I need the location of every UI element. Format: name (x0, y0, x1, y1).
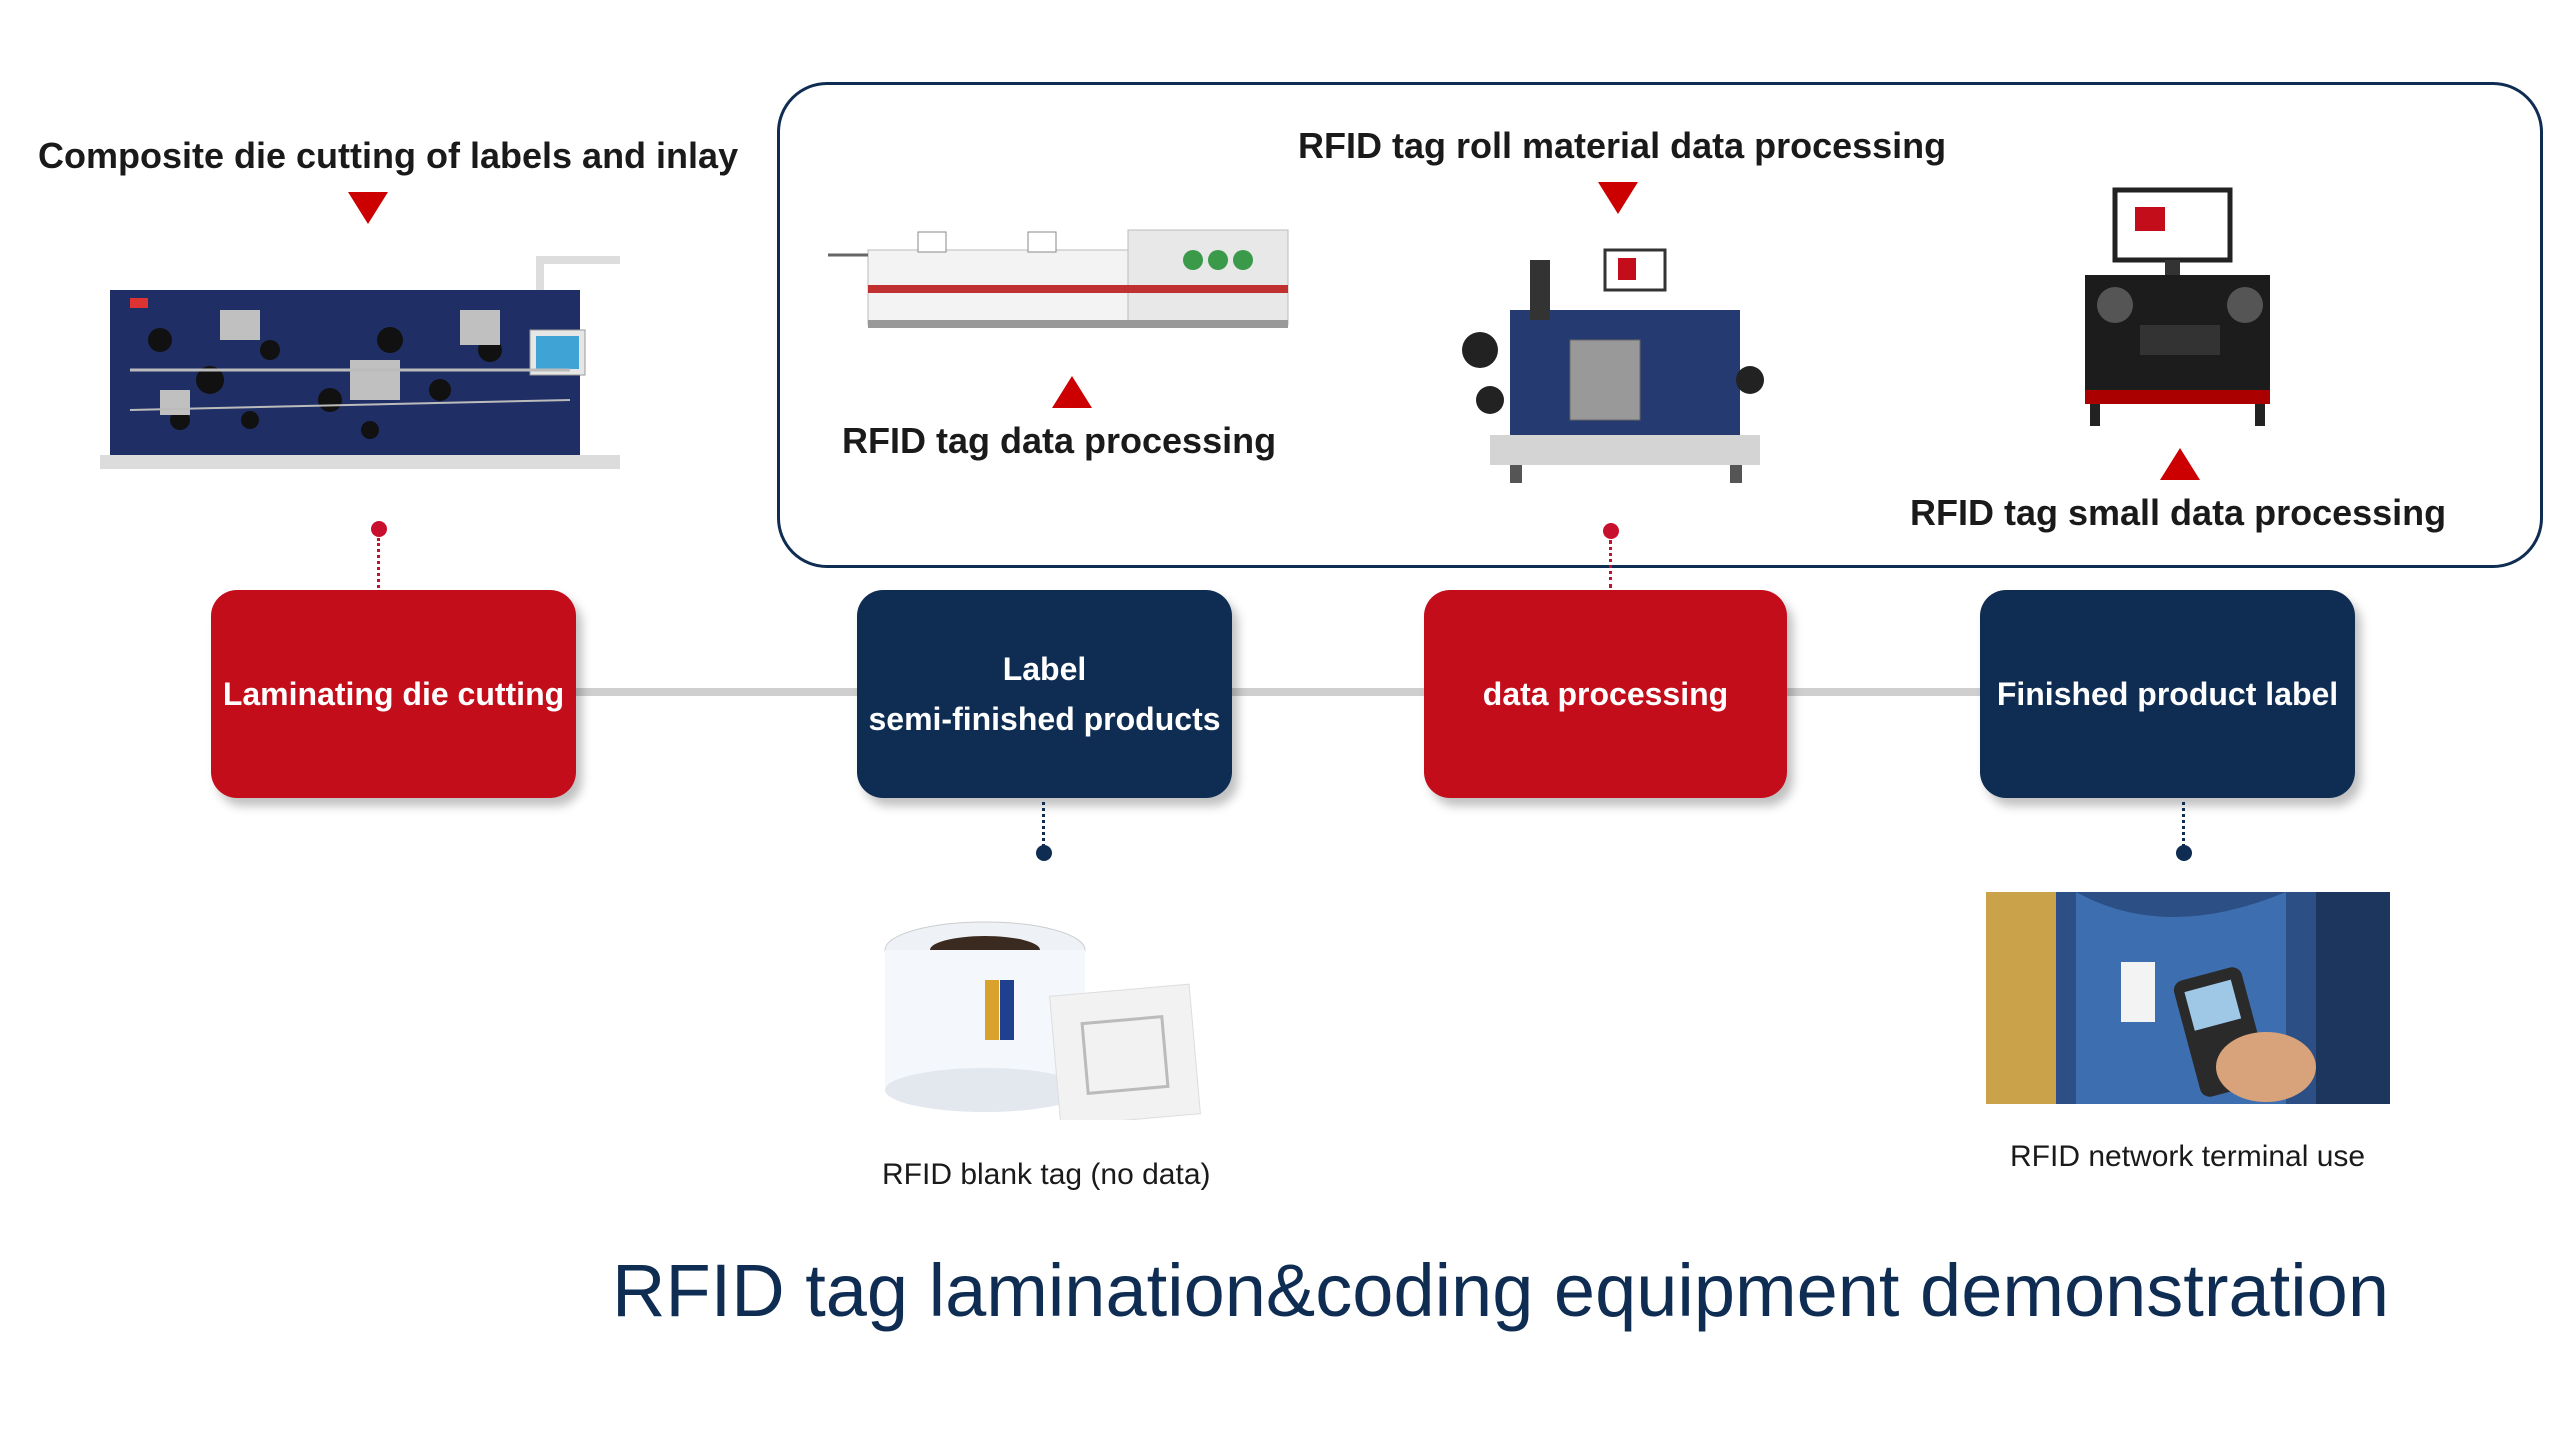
connector-dot (371, 521, 387, 537)
small-data-label: RFID tag small data processing (1910, 492, 2447, 533)
arrow-down-icon (1598, 182, 1638, 214)
step-label: Finished product label (1996, 676, 2339, 712)
roll-material-label: RFID tag roll material data processing (1298, 125, 1947, 166)
step-finished-product-label: Finished product label (1980, 590, 2355, 798)
connector-dash (1042, 802, 1045, 847)
data-processing-group-frame (777, 82, 2543, 568)
flow-connector (560, 688, 2010, 696)
small-data-machine-image (2070, 185, 2290, 435)
step-label: Label (1002, 651, 1087, 687)
step-label-line2: semi-finished products (868, 701, 1221, 737)
roll-material-machine-image (1450, 240, 1780, 490)
step-laminating-die-cutting: Laminating die cutting (211, 590, 576, 798)
connector-dash (1609, 540, 1612, 588)
arrow-up-icon (2160, 448, 2200, 480)
step-label: Laminating die cutting (222, 676, 565, 712)
arrow-down-icon (348, 192, 388, 224)
composite-die-cutting-label: Composite die cutting of labels and inla… (38, 135, 739, 176)
laminating-machine-image (100, 250, 620, 480)
tag-data-machine-image (828, 210, 1308, 340)
step-label: data processing (1482, 676, 1729, 712)
tag-data-label: RFID tag data processing (842, 420, 1277, 461)
terminal-use-image (1986, 892, 2390, 1104)
connector-dot (1036, 845, 1052, 861)
page-title: RFID tag lamination&coding equipment dem… (612, 1249, 2389, 1332)
step-label-semi-finished: Label semi-finished products (857, 590, 1232, 798)
terminal-use-caption: RFID network terminal use (2010, 1140, 2366, 1173)
blank-tag-caption: RFID blank tag (no data) (882, 1158, 1211, 1191)
rfid-blank-tag-image (880, 920, 1230, 1127)
connector-dash (2182, 802, 2185, 847)
arrow-up-icon (1052, 376, 1092, 408)
connector-dot (2176, 845, 2192, 861)
connector-dash (377, 538, 380, 588)
connector-dot (1603, 523, 1619, 539)
step-data-processing: data processing (1424, 590, 1787, 798)
